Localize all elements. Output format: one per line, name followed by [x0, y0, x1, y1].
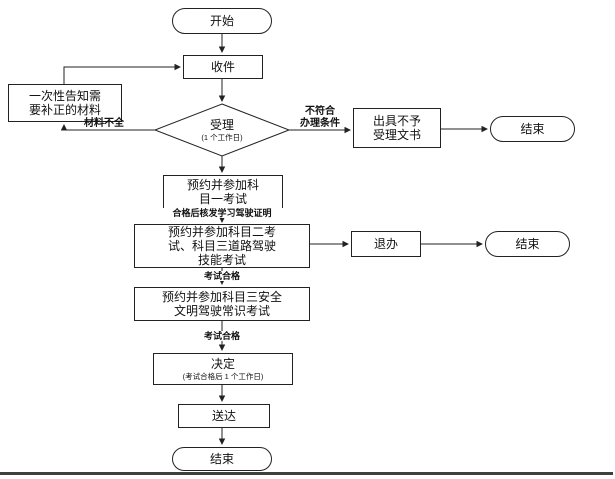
edge-label-not-eligible: 不符合 办理条件 — [300, 106, 340, 129]
bottom-edge-line — [0, 472, 613, 475]
edge-label-pass-issue-learning-permit: 合格后核发学习驾驶证明 — [148, 208, 296, 219]
arrow-accept-to-notify — [60, 124, 155, 131]
node-accept: 受理 (1 个工作日) — [157, 106, 287, 154]
node-tuiban: 退办 — [351, 231, 421, 257]
node-exam2-exam3-road: 预约并参加科目二考 试、科目三道路驾驶 技能考试 — [134, 224, 310, 268]
edge-label-exam-pass-a: 考试合格 — [196, 271, 248, 282]
node-start-label: 开始 — [209, 13, 234, 28]
node-end-top-label: 结束 — [520, 121, 545, 136]
node-receive: 收件 — [183, 55, 263, 79]
node-deliver-label: 送达 — [211, 408, 236, 423]
node-start: 开始 — [172, 8, 272, 34]
edge-label-exam-pass-b: 考试合格 — [196, 331, 248, 342]
node-exam3-safety-label: 预约并参加科目三安全 文明驾驶常识考试 — [161, 289, 282, 318]
node-end-mid: 结束 — [485, 231, 570, 257]
node-exam3-safety: 预约并参加科目三安全 文明驾驶常识考试 — [134, 287, 310, 321]
node-receive-label: 收件 — [210, 59, 235, 74]
node-end-bottom-label: 结束 — [209, 451, 234, 466]
node-tuiban-label: 退办 — [373, 236, 398, 251]
node-accept-duration: (1 个工作日) — [201, 132, 243, 142]
node-end-mid-label: 结束 — [515, 236, 540, 251]
node-reject-document-label: 出具不予 受理文书 — [372, 113, 421, 142]
node-end-bottom: 结束 — [172, 447, 272, 471]
node-exam1-label: 预约并参加科 目一考试 — [186, 177, 259, 206]
node-decision: 决定 (考试合格后 1 个工作日) — [153, 353, 293, 385]
node-end-top: 结束 — [490, 116, 575, 142]
node-reject-document: 出具不予 受理文书 — [353, 108, 441, 148]
node-exam1: 预约并参加科 目一考试 — [163, 175, 283, 209]
node-deliver: 送达 — [178, 404, 270, 428]
node-notify-correction-label: 一次性告知需 要补正的材料 — [28, 88, 101, 117]
node-exam2-exam3-road-label: 预约并参加科目二考 试、科目三道路驾驶 技能考试 — [167, 224, 276, 268]
node-decision-duration: (考试合格后 1 个工作日) — [182, 371, 264, 381]
arrow-notify-to-receive — [63, 63, 181, 84]
edge-label-materials-incomplete: 材料不全 — [84, 118, 124, 129]
node-notify-correction: 一次性告知需 要补正的材料 — [8, 84, 122, 122]
node-accept-label: 受理 — [209, 118, 234, 133]
node-decision-label: 决定 — [210, 357, 235, 372]
